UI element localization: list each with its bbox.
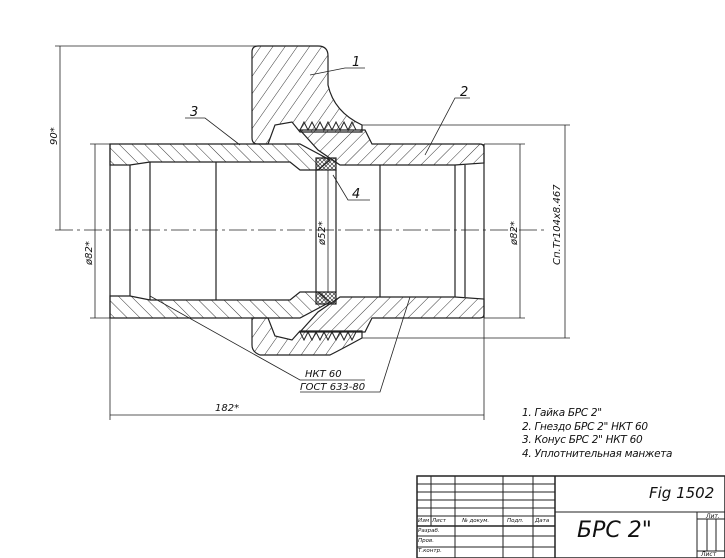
parts-list-item: 4. Уплотнительная манжета [522,447,673,460]
callout-4: 4 [352,187,360,202]
dim-right-diameter: ø82* [509,221,520,246]
cone-bottom-section [109,291,332,319]
seal-bottom [315,291,337,305]
title-block-grid [416,475,725,558]
dim-left-diameter: ø82* [84,241,95,266]
col-sign: Подп. [507,518,524,524]
dim-thread: Сп.Тr104x8.467 [552,184,563,265]
seal-top [315,157,337,171]
callout-2: 2 [460,85,468,100]
thread-top [299,120,357,132]
parts-list-item: 1. Гайка БРС 2" [522,407,602,419]
thread-note-line1: НКТ 60 [305,369,342,380]
parts-list-item: 3. Конус БРС 2" НКТ 60 [522,434,643,447]
lit-label: Лит. [706,513,720,520]
thread-note-line2: ГОСТ 633-80 [300,382,365,393]
drawing-body [55,45,545,356]
col-date: Дата [535,518,550,524]
callout-1: 1 [352,55,360,70]
row-developer: Разраб. [418,528,440,534]
thread-bottom [299,330,357,342]
sheet-label: Лист [701,551,717,558]
callout-labels: 1 2 3 4 НКТ 60 ГОСТ 633-80 182* 90* ø82*… [49,55,563,414]
dim-height: 90* [49,127,60,145]
col-list: Лист [432,518,446,524]
cone-top-section [109,143,332,171]
col-doc: № докум. [462,518,490,524]
dim-length: 182* [215,403,239,414]
row-tech-control: Т.контр. [418,548,442,554]
dim-seal-diameter: ø52* [317,221,328,246]
figure-number: Fig 1502 [649,484,715,502]
parts-list: 1. Гайка БРС 2" 2. Гнездо БРС 2" НКТ 60 … [522,407,672,461]
nut-top-section [251,45,363,145]
drawing-title: БРС 2" [577,518,652,543]
dimensions [55,45,570,420]
callout-3: 3 [190,105,198,120]
title-block: Fig 1502 БРС 2" Лит. Лист Изм Лист № док… [417,476,725,558]
parts-list-item: 2. Гнездо БРС 2" НКТ 60 [522,420,648,433]
col-izm: Изм [418,518,430,524]
row-checked: Пров. [418,538,434,544]
